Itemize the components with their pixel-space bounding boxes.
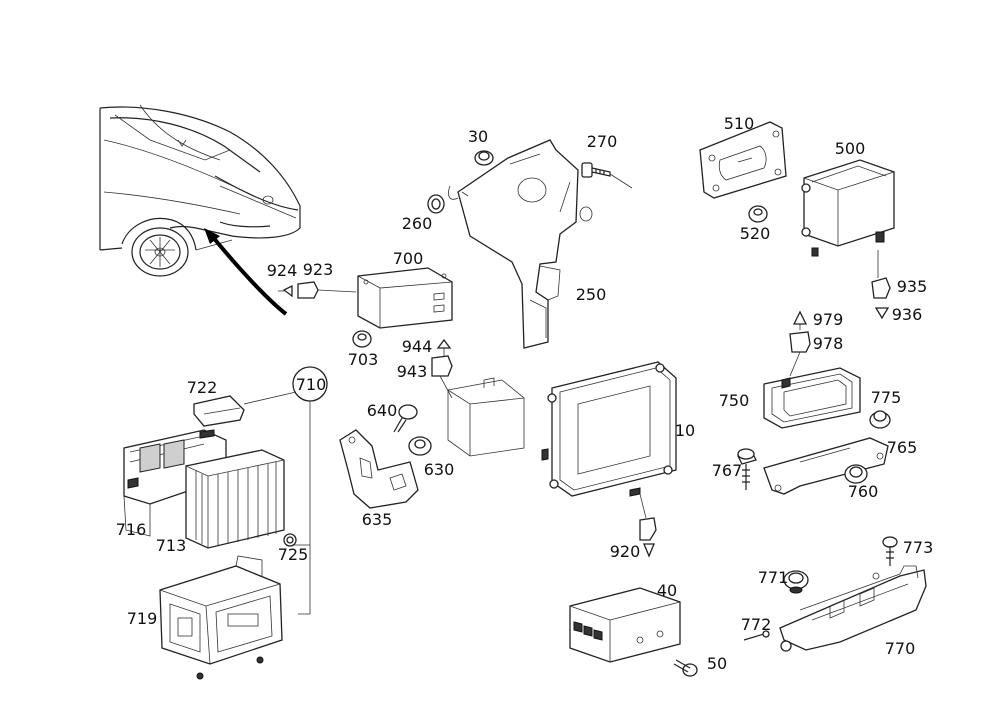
part-50 (673, 659, 698, 677)
part-935 (871, 250, 891, 299)
part-700 (357, 267, 453, 329)
part-978 (789, 331, 811, 377)
label-978: 978 (812, 334, 844, 353)
label-767: 767 (711, 461, 743, 480)
part-703 (352, 330, 372, 348)
part-924 (278, 284, 293, 298)
label-250: 250 (575, 285, 607, 304)
part-772 (743, 630, 770, 641)
label-30: 30 (467, 127, 489, 146)
label-510: 510 (723, 114, 755, 133)
label-710: 710 (295, 375, 327, 394)
label-703: 703 (347, 350, 379, 369)
part-775 (869, 410, 891, 429)
label-924: 924 (266, 261, 298, 280)
part-722 (193, 395, 245, 427)
label-640: 640 (366, 401, 398, 420)
part-771 (783, 570, 809, 594)
part-500 (801, 159, 895, 257)
label-270: 270 (586, 132, 618, 151)
part-765 (763, 437, 889, 495)
label-630: 630 (423, 460, 455, 479)
label-936: 936 (891, 305, 923, 324)
label-771: 771 (757, 568, 789, 587)
part-250 (448, 139, 593, 349)
part-10 (541, 361, 677, 497)
label-750: 750 (718, 391, 750, 410)
label-979: 979 (812, 310, 844, 329)
label-500: 500 (834, 139, 866, 158)
callout-710 (243, 366, 328, 615)
part-40 (569, 587, 681, 663)
label-923: 923 (302, 260, 334, 279)
label-725: 725 (277, 545, 309, 564)
part-260 (427, 194, 445, 214)
part-510 (699, 121, 787, 199)
label-716: 716 (115, 520, 147, 539)
part-713 (185, 449, 285, 549)
label-935: 935 (896, 277, 928, 296)
label-635: 635 (361, 510, 393, 529)
part-640 (393, 404, 418, 433)
label-719: 719 (126, 609, 158, 628)
part-630 (408, 436, 432, 456)
label-765: 765 (886, 438, 918, 457)
part-773 (882, 536, 898, 566)
part-767 (737, 448, 757, 490)
part-635 (339, 429, 419, 509)
label-770: 770 (884, 639, 916, 658)
part-920 (639, 493, 657, 558)
part-923 (297, 281, 357, 299)
label-722: 722 (186, 378, 218, 397)
part-770 (779, 565, 927, 652)
label-772: 772 (740, 615, 772, 634)
label-40: 40 (656, 581, 678, 600)
label-700: 700 (392, 249, 424, 268)
part-725 (283, 533, 297, 547)
label-10: 10 (674, 421, 696, 440)
part-979 (792, 310, 808, 330)
label-50: 50 (706, 654, 728, 673)
label-713: 713 (155, 536, 187, 555)
part-30 (474, 150, 494, 166)
label-775: 775 (870, 388, 902, 407)
label-260: 260 (401, 214, 433, 233)
label-920: 920 (609, 542, 641, 561)
label-760: 760 (847, 482, 879, 501)
part-936 (874, 307, 890, 320)
label-944: 944 (401, 337, 433, 356)
part-943 (431, 355, 453, 399)
part-520 (748, 205, 768, 223)
part-719 (159, 555, 283, 680)
part-750 (763, 367, 861, 429)
label-943: 943 (396, 362, 428, 381)
vehicle-illustration (99, 104, 301, 277)
label-520: 520 (739, 224, 771, 243)
part-760 (844, 464, 868, 484)
part-270 (581, 162, 633, 189)
label-773: 773 (902, 538, 934, 557)
part-ghost-module (447, 377, 525, 457)
part-944 (436, 338, 452, 356)
location-arrow (204, 228, 288, 316)
